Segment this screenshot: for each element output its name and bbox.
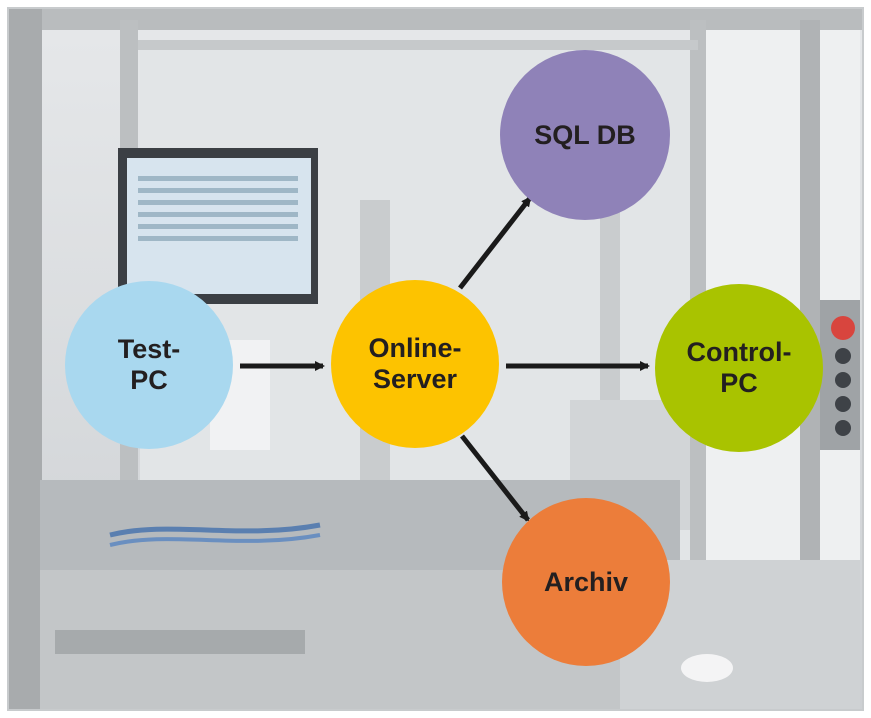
arrow-online-to-sql xyxy=(458,196,532,290)
node-online-server-line1: Online- xyxy=(368,333,462,363)
node-archiv-label: Archiv xyxy=(543,566,629,597)
node-test-pc: Test-PC xyxy=(65,281,233,449)
arrow-online-to-archiv xyxy=(460,434,530,522)
node-test-pc-line2: PC xyxy=(130,365,168,395)
node-online-server: Online-Server xyxy=(331,280,499,448)
node-sql-db: SQL DB xyxy=(500,50,670,220)
node-online-server-line2: Server xyxy=(372,364,458,394)
node-archiv: Archiv xyxy=(502,498,670,666)
node-control-pc: Control-PC xyxy=(655,284,823,452)
node-test-pc-line1: Test- xyxy=(117,334,181,364)
node-control-pc-line1: Control- xyxy=(686,337,792,367)
node-sql-db-label: SQL DB xyxy=(534,119,636,150)
node-control-pc-line2: PC xyxy=(720,368,758,398)
